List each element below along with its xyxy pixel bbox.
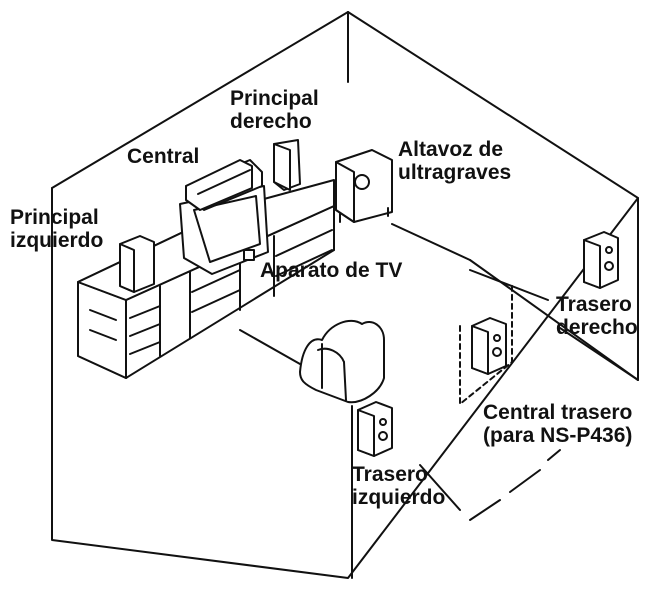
- rear-left-speaker: [357, 401, 393, 457]
- label-principal-izquierdo: Principal izquierdo: [10, 206, 104, 252]
- rear-right-speaker: [583, 231, 619, 289]
- label-central: Central: [127, 145, 200, 168]
- center-rear-speaker: [459, 283, 513, 405]
- armchair: [299, 319, 385, 404]
- room-outline: [51, 11, 639, 579]
- label-altavoz-ultragraves: Altavoz de ultragraves: [398, 138, 512, 184]
- label-aparato-tv: Aparato de TV: [260, 259, 403, 282]
- front-right-speaker: [273, 139, 301, 191]
- center-speaker: [185, 159, 253, 211]
- label-trasero-derecho: Trasero derecho: [556, 293, 638, 339]
- label-principal-derecho: Principal derecho: [230, 87, 319, 133]
- front-left-speaker: [119, 235, 155, 293]
- label-trasero-izquierdo: Trasero izquierdo: [352, 463, 446, 509]
- label-central-trasero: Central trasero (para NS-P436): [483, 401, 633, 447]
- subwoofer: [335, 149, 393, 223]
